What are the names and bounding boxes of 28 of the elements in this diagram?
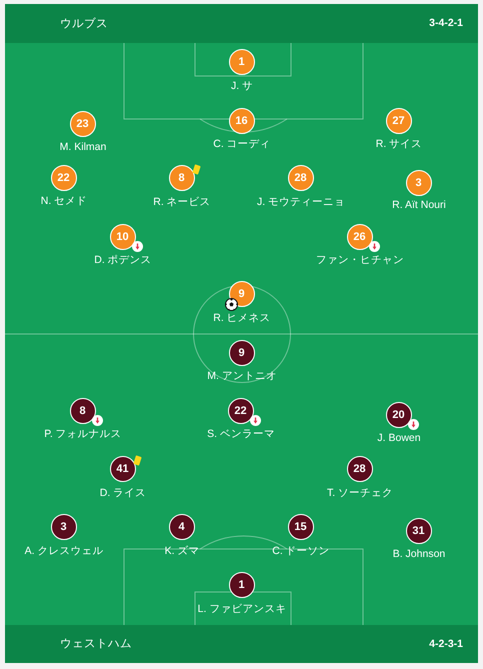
player-name: S. ベンラーマ xyxy=(207,428,275,440)
player-name: R. ヒメネス xyxy=(213,312,271,324)
player-name: T. ソーチェク xyxy=(326,486,394,500)
player-name: R. サイス xyxy=(376,138,422,150)
player-name: J. モウティーニョ xyxy=(256,196,346,208)
player-name: B. Johnson xyxy=(392,548,446,560)
player-name: C. ドーソン xyxy=(272,544,330,558)
player-name: A. クレスウェル xyxy=(24,544,104,558)
player-name: M. アントニオ xyxy=(207,370,277,382)
player-name: L. ファビアンスキ xyxy=(198,602,286,616)
player-name: N. セメド xyxy=(40,194,88,208)
player-name: C. コーディ xyxy=(213,138,271,150)
formation-label: 3-4-2-1 xyxy=(429,17,463,30)
player-name: R. ネービス xyxy=(153,196,211,208)
player-name: J. Bowen xyxy=(377,432,421,444)
player-name: D. ポデンス xyxy=(94,254,152,266)
team-name: ウルブス xyxy=(60,16,108,30)
player-name: J. サ xyxy=(230,80,254,92)
player-name: ファン・ヒチャン xyxy=(316,254,404,266)
team-header-bar xyxy=(5,4,478,43)
player-name: M. Kilman xyxy=(60,140,106,154)
formation-label: 4-2-3-1 xyxy=(429,638,463,650)
team-header-bar xyxy=(5,625,478,663)
player-name: D. ライス xyxy=(100,486,146,500)
team-name: ウェストハム xyxy=(60,637,132,651)
player-name: R. Aït Nouri xyxy=(392,198,446,212)
player-name: K. ズマ xyxy=(164,544,200,558)
player-name: P. フォルナルス xyxy=(44,428,122,440)
